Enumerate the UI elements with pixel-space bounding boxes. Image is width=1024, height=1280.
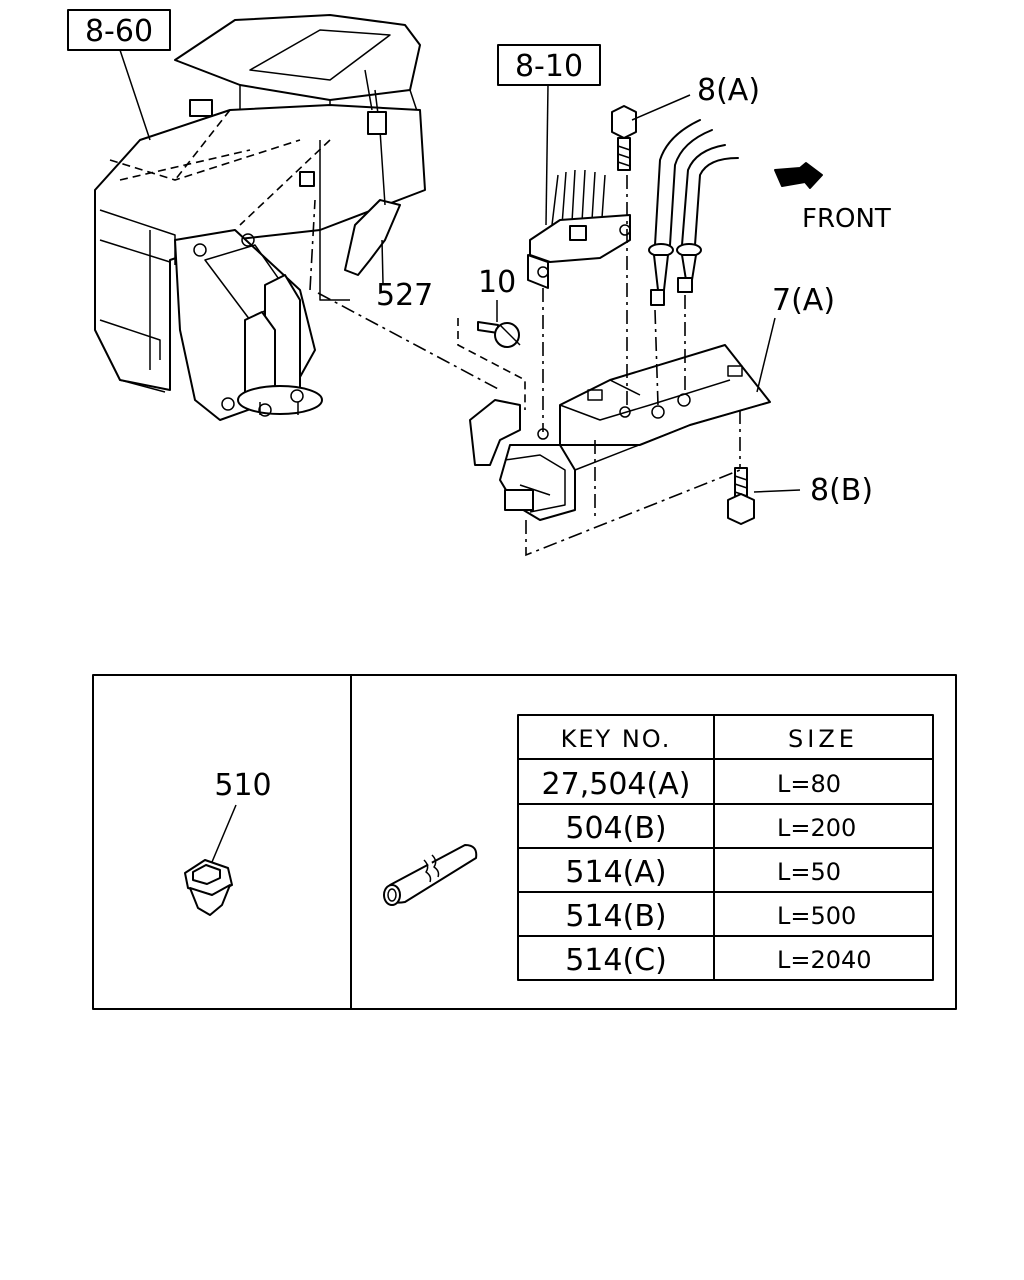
- table-row-size: L=200: [777, 814, 856, 842]
- ref-8-10-label: 8-10: [515, 49, 583, 84]
- ref-box-8-10: [497, 44, 601, 86]
- inset-panel: 510 KEY NO. SIZE 27,504(A): [92, 674, 957, 1010]
- front-label: FRONT: [802, 204, 891, 234]
- table-header-key: KEY NO.: [561, 725, 672, 753]
- assembly-guide-lines: [174, 109, 741, 557]
- part-8a-label: 8(A): [697, 73, 760, 108]
- table-row-key: 514(C): [565, 943, 667, 978]
- table-row-key: 504(B): [565, 811, 666, 846]
- table-row-size: L=80: [777, 770, 841, 798]
- bolt-icon: [727, 467, 755, 525]
- table-row-key: 514(A): [565, 855, 666, 890]
- table-row-size: L=2040: [777, 946, 872, 974]
- bracket-drawing: [469, 344, 771, 521]
- connector-drawing: [527, 169, 631, 289]
- bolt-icon: [611, 105, 637, 171]
- arrow-front-icon: [774, 162, 823, 189]
- part-527-label: 527: [376, 278, 433, 313]
- cable-drawing: [648, 119, 739, 306]
- screw-icon: [477, 321, 521, 348]
- part-8b-label: 8(B): [810, 473, 873, 508]
- table-row-key: 27,504(A): [542, 767, 691, 802]
- part-7a-label: 7(A): [772, 283, 835, 318]
- table-header-size: SIZE: [788, 725, 858, 753]
- part-510-label: 510: [214, 768, 271, 803]
- clip-icon: [184, 859, 233, 916]
- table-row-size: L=50: [777, 858, 841, 886]
- tube-icon: [383, 844, 478, 906]
- table-row-key: 514(B): [565, 899, 666, 934]
- ref-8-60-label: 8-60: [85, 14, 153, 49]
- size-table: KEY NO. SIZE 27,504(A) L=80 504(B) L=200…: [517, 714, 934, 981]
- table-row-size: L=500: [777, 902, 856, 930]
- leader-lines: [119, 49, 801, 493]
- ref-box-8-60: [67, 9, 171, 51]
- part-10-label: 10: [478, 265, 516, 300]
- heater-unit-drawing: [94, 14, 426, 421]
